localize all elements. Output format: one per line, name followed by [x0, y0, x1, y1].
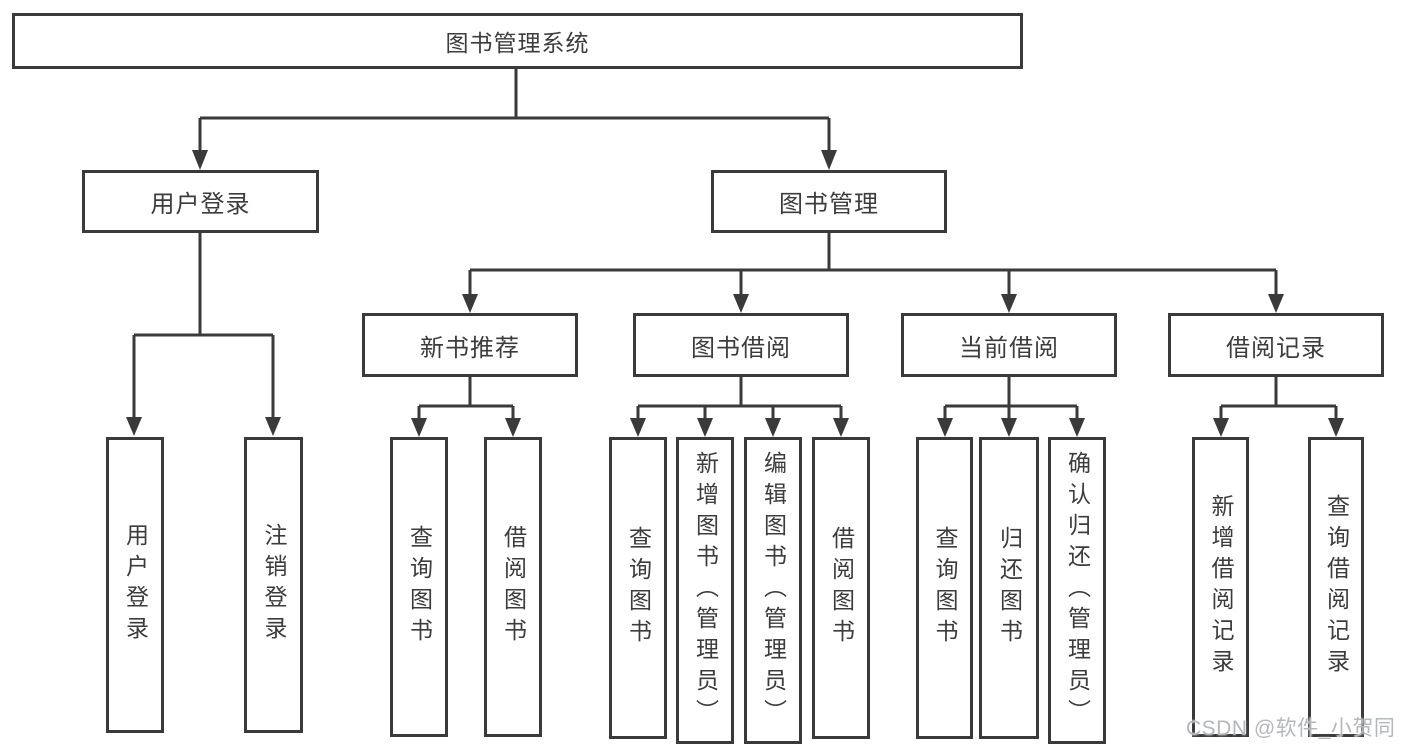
leaf-logout: 注销登录 — [244, 437, 303, 733]
node-new-book-recommend: 新书推荐 — [362, 313, 578, 377]
node-library-system: 图书管理系统 — [12, 13, 1023, 69]
node-borrowing-records: 借阅记录 — [1168, 313, 1384, 377]
leaf-query-books-current: 查询图书 — [916, 437, 973, 739]
node-book-borrowing: 图书借阅 — [633, 313, 849, 377]
node-current-borrowing: 当前借阅 — [901, 313, 1117, 377]
watermark-text: CSDN @软件_小贺同学 — [1186, 717, 1396, 740]
leaf-add-books-admin: 新增图书（管理员） — [676, 437, 734, 744]
node-book-management: 图书管理 — [711, 170, 947, 233]
node-user-login: 用户登录 — [82, 170, 319, 233]
tree-edges — [132, 68, 1338, 423]
leaf-return-books: 归还图书 — [979, 437, 1039, 739]
leaf-query-borrow-record: 查询借阅记录 — [1308, 437, 1364, 737]
leaf-add-borrow-record: 新增借阅记录 — [1192, 437, 1249, 737]
leaf-borrow-books-recommend: 借阅图书 — [484, 437, 542, 737]
leaf-edit-books-admin: 编辑图书（管理员） — [744, 437, 802, 744]
leaf-confirm-return-admin: 确认归还（管理员） — [1048, 437, 1106, 744]
leaf-query-books-recommend: 查询图书 — [390, 437, 448, 737]
leaf-borrow-books-borrowing: 借阅图书 — [812, 437, 870, 739]
leaf-user-login: 用户登录 — [106, 437, 164, 733]
leaf-query-books-borrowing: 查询图书 — [609, 437, 667, 739]
arrowheads — [126, 150, 1344, 437]
